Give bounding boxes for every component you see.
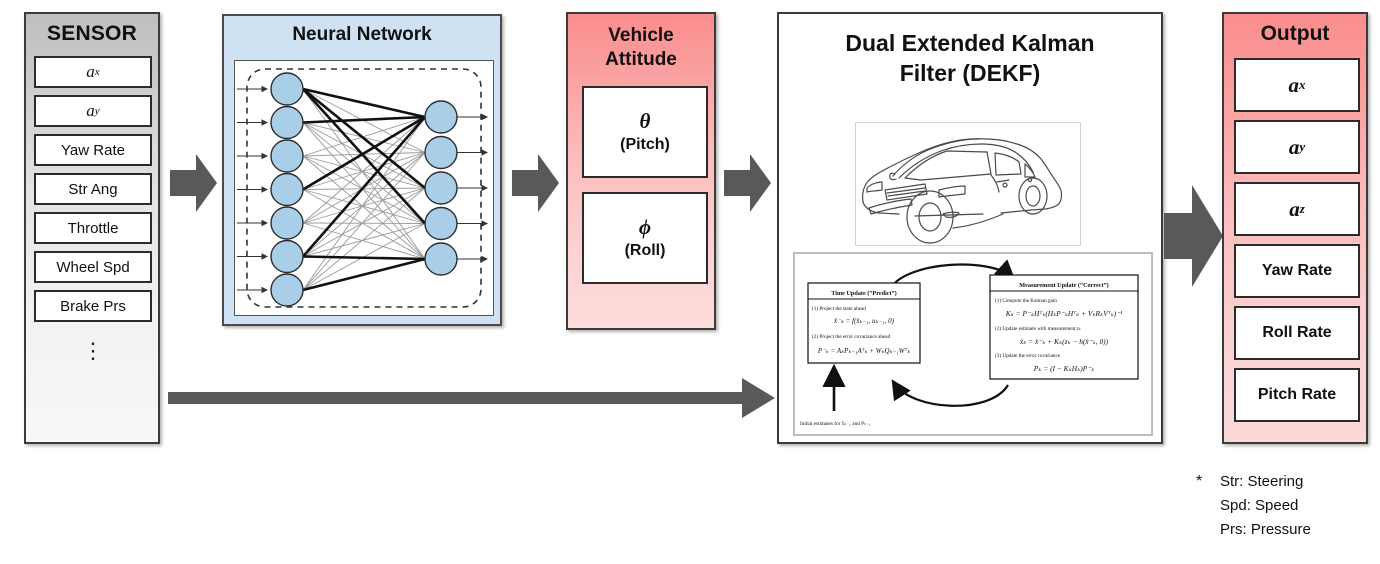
vehicle-attitude-title-line1: Vehicle <box>608 25 674 46</box>
sensor-panel-title: SENSOR <box>47 22 137 45</box>
output-item-roll-rate: Roll Rate <box>1234 306 1360 360</box>
vehicle-attitude-panel: Vehicle Attitude θ (Pitch) ϕ (Roll) <box>566 12 716 330</box>
legend-asterisk: * <box>1196 473 1203 490</box>
svg-text:Measurement Update (“Correct”): Measurement Update (“Correct”) <box>1019 282 1108 289</box>
svg-text:Initial estimates for x̂ₖ₋₁ an: Initial estimates for x̂ₖ₋₁ and Pₖ₋₁ <box>800 420 871 427</box>
svg-text:x̂⁻ₖ = f(x̂ₖ₋₁, uₖ₋₁, 0): x̂⁻ₖ = f(x̂ₖ₋₁, uₖ₋₁, 0) <box>833 317 895 325</box>
legend-line-prs: Prs: Pressure <box>1220 521 1311 538</box>
sensor-item-brake-prs: Brake Prs <box>34 290 152 322</box>
dekf-title-line2: Filter (DEKF) <box>899 60 1041 86</box>
sensor-ellipsis-icon: ⋮ <box>82 338 104 363</box>
nn-input-node <box>270 72 304 106</box>
kalman-time-update-box: Time Update (“Predict”) (1) Project the … <box>807 282 921 364</box>
legend-line-str: Str: Steering <box>1220 473 1304 490</box>
sensor-item-ax-label: a <box>86 62 95 81</box>
sensor-item-ay-sub: y <box>94 105 100 117</box>
arrow-right-icon <box>724 154 771 212</box>
output-item-yaw-rate: Yaw Rate <box>1234 244 1360 298</box>
nn-output-node <box>424 206 458 241</box>
arrow-right-icon <box>512 154 559 212</box>
kalman-filter-diagram: Time Update (“Predict”) (1) Project the … <box>793 252 1153 436</box>
abbreviation-legend: * Str: Steering Spd: Speed Prs: Pressure <box>1196 470 1380 542</box>
sensor-item-str-ang: Str Ang <box>34 173 152 205</box>
neural-network-panel: Neural Network <box>222 14 502 326</box>
vehicle-attitude-title: Vehicle Attitude <box>568 24 714 72</box>
nn-input-node <box>270 172 304 207</box>
nn-output-node <box>424 135 458 170</box>
svg-text:(1) Compute the Kalman gain: (1) Compute the Kalman gain <box>995 297 1057 304</box>
output-item-az-label: a <box>1289 196 1300 221</box>
output-item-ax-sub: x <box>1299 77 1306 92</box>
output-item-ax-label: a <box>1288 72 1300 97</box>
nn-input-node <box>270 105 304 140</box>
nn-input-node <box>270 239 304 274</box>
arrow-right-icon <box>1164 185 1223 287</box>
attitude-box-roll: ϕ (Roll) <box>582 192 708 284</box>
nn-input-node <box>270 206 304 240</box>
arrow-dekf-to-output <box>1164 183 1224 289</box>
svg-text:(2) Update estimate with measu: (2) Update estimate with measurement zₖ <box>995 325 1081 332</box>
svg-text:Pₖ = (I − KₖHₖ)P⁻ₖ: Pₖ = (I − KₖHₖ)P⁻ₖ <box>1033 364 1095 373</box>
sensor-item-ax-sub: x <box>94 66 100 78</box>
output-item-az-sub: z <box>1299 201 1305 216</box>
svg-text:(3) Update the error covarianc: (3) Update the error covariance <box>995 352 1061 359</box>
vehicle-attitude-title-line2: Attitude <box>605 49 677 70</box>
output-item-ay-label: a <box>1288 134 1300 159</box>
attitude-pitch-symbol: θ <box>639 109 651 133</box>
nn-output-node <box>424 171 458 205</box>
attitude-box-pitch: θ (Pitch) <box>582 86 708 178</box>
nn-dashed-boundary <box>246 68 482 308</box>
attitude-roll-label: (Roll) <box>624 242 666 259</box>
nn-output-node <box>424 100 458 134</box>
neural-network-graph <box>237 68 489 308</box>
arrow-right-icon <box>170 154 217 212</box>
neural-network-title: Neural Network <box>292 24 432 45</box>
svg-text:Time Update (“Predict”): Time Update (“Predict”) <box>831 290 896 297</box>
kalman-measurement-update-box: Measurement Update (“Correct”) (1) Compu… <box>989 274 1139 380</box>
legend-lines: Str: Steering Spd: Speed Prs: Pressure <box>1220 470 1380 542</box>
arrow-sensor-to-dekf-bypass <box>168 376 776 420</box>
arrow-attitude-to-dekf <box>724 152 772 214</box>
sensor-item-yaw-rate: Yaw Rate <box>34 134 152 166</box>
attitude-roll-symbol: ϕ <box>638 215 652 239</box>
output-item-ay-sub: y <box>1299 139 1306 154</box>
svg-text:(1) Project the state ahead: (1) Project the state ahead <box>812 305 866 312</box>
sensor-item-wheel-spd: Wheel Spd <box>34 251 152 283</box>
dekf-title-line1: Dual Extended Kalman <box>845 30 1095 56</box>
arrow-sensor-to-nn <box>170 152 218 214</box>
sensor-item-ay-label: a <box>86 101 95 120</box>
sensor-item-throttle: Throttle <box>34 212 152 244</box>
nn-input-node <box>270 139 304 173</box>
nn-output-node <box>424 242 458 276</box>
svg-text:P⁻ₖ = AₖPₖ₋₁Aᵀₖ + WₖQₖ₋₁Wᵀₖ: P⁻ₖ = AₖPₖ₋₁Aᵀₖ + WₖQₖ₋₁Wᵀₖ <box>817 347 911 355</box>
nn-input-node <box>270 273 304 307</box>
attitude-pitch-label: (Pitch) <box>620 136 670 153</box>
arrow-nn-to-attitude <box>512 152 560 214</box>
neural-network-canvas <box>234 60 494 316</box>
legend-line-spd: Spd: Speed <box>1220 497 1299 514</box>
dekf-title: Dual Extended Kalman Filter (DEKF) <box>779 28 1161 88</box>
output-item-pitch-rate: Pitch Rate <box>1234 368 1360 422</box>
dekf-panel: Dual Extended Kalman Filter (DEKF) <box>777 12 1163 444</box>
svg-text:Kₖ = P⁻ₖHᵀₖ(HₖP⁻ₖHᵀₖ + VₖRₖVᵀₖ: Kₖ = P⁻ₖHᵀₖ(HₖP⁻ₖHᵀₖ + VₖRₖVᵀₖ)⁻¹ <box>1005 309 1123 318</box>
svg-text:(2) Project the error covarian: (2) Project the error covariance ahead <box>812 333 891 340</box>
output-panel-title: Output <box>1260 22 1330 45</box>
arrow-right-long-icon <box>168 378 775 418</box>
svg-text:x̂ₖ = x̂⁻ₖ + Kₖ(zₖ − h(x̂⁻ₖ, 0: x̂ₖ = x̂⁻ₖ + Kₖ(zₖ − h(x̂⁻ₖ, 0)) <box>1019 337 1109 346</box>
car-line-drawing-icon <box>855 122 1081 246</box>
